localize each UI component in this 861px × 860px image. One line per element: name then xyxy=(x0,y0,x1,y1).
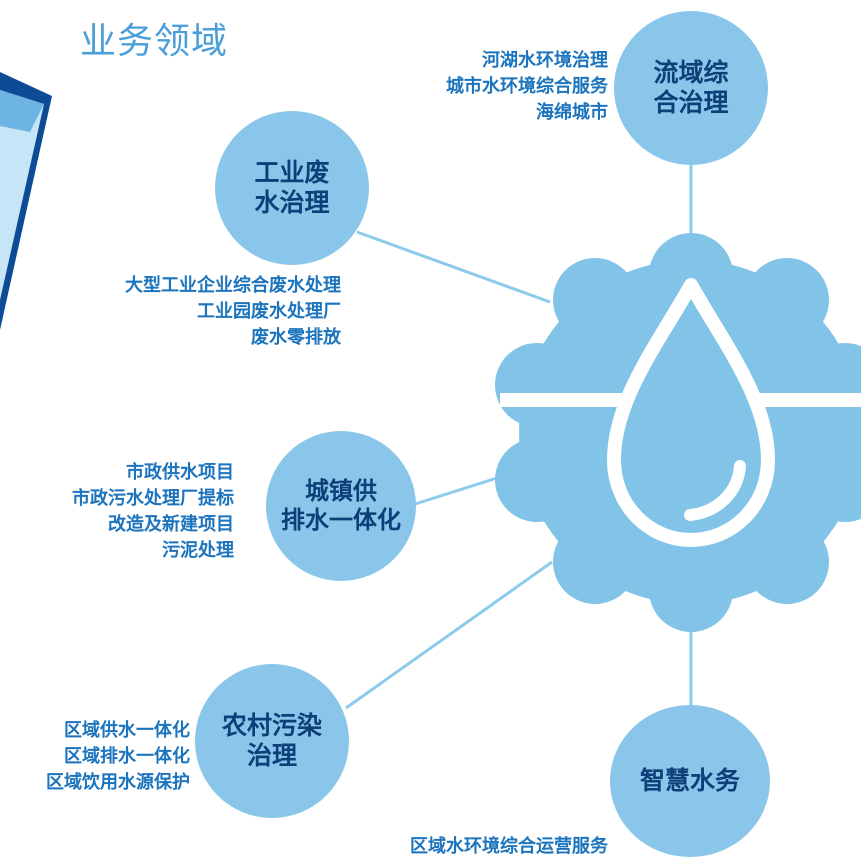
desc-item: 大型工业企业综合废水处理 xyxy=(125,275,341,296)
desc-industrial: 大型工业企业综合废水处理 工业园废水处理厂 废水零排放 xyxy=(125,273,341,351)
desc-item: 市政污水处理厂提标 xyxy=(72,488,234,509)
node-watershed-line1: 流域综 xyxy=(653,58,729,87)
desc-item: 市政供水项目 xyxy=(126,462,234,483)
node-industrial-line2: 水治理 xyxy=(254,188,330,217)
water-drop-highlight xyxy=(684,460,746,521)
node-urban-line1: 城镇供 xyxy=(305,477,377,506)
node-smart-line1: 智慧水务 xyxy=(639,766,740,795)
connector-industrial xyxy=(356,230,551,304)
desc-item: 区域供水一体化 xyxy=(64,720,190,741)
node-rural-line2: 治理 xyxy=(246,741,297,770)
desc-item: 河湖水环境治理 xyxy=(482,50,608,71)
connector-rural xyxy=(345,560,553,710)
node-smart: 智慧水务 xyxy=(610,705,770,857)
desc-item: 区域水环境综合运营服务 xyxy=(410,836,608,857)
desc-item: 改造及新建项目 xyxy=(108,514,234,535)
node-rural-line1: 农村污染 xyxy=(221,711,322,740)
desc-item: 废水零排放 xyxy=(251,327,341,348)
desc-urban: 市政供水项目 市政污水处理厂提标 改造及新建项目 污泥处理 xyxy=(72,460,234,564)
desc-smart: 区域水环境综合运营服务 xyxy=(410,834,608,860)
desc-item: 工业园废水处理厂 xyxy=(197,301,341,322)
node-rural: 农村污染 治理 xyxy=(195,664,349,818)
desc-item: 区域饮用水源保护 xyxy=(46,772,190,793)
node-watershed-line2: 合治理 xyxy=(653,88,729,117)
desc-item: 区域排水一体化 xyxy=(64,746,190,767)
node-industrial: 工业废 水治理 xyxy=(215,111,369,265)
desc-item: 污泥处理 xyxy=(162,540,234,561)
node-watershed: 流域综 合治理 xyxy=(614,11,768,165)
desc-rural: 区域供水一体化 区域排水一体化 区域饮用水源保护 xyxy=(46,718,190,796)
node-urban: 城镇供 排水一体化 xyxy=(266,431,416,581)
page-title: 业务领域 xyxy=(80,21,229,62)
desc-item: 城市水环境综合服务 xyxy=(446,76,608,97)
water-drop-icon xyxy=(607,278,775,547)
node-industrial-line1: 工业废 xyxy=(254,158,330,187)
desc-item: 海绵城市 xyxy=(536,102,608,123)
desc-watershed: 河湖水环境治理 城市水环境综合服务 海绵城市 xyxy=(446,48,608,126)
node-urban-line2: 排水一体化 xyxy=(281,506,401,534)
